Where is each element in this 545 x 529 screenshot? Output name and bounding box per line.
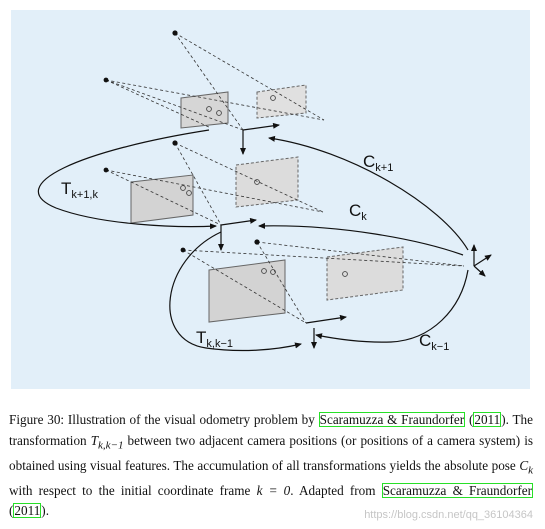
figure-number: Figure 30: (9, 412, 65, 427)
world-points (103, 30, 260, 253)
transform-curves (37, 129, 469, 352)
label-c-k: Ck (349, 201, 367, 223)
image-planes (130, 84, 404, 323)
image-plane-low-left (208, 259, 286, 323)
figure-caption: Figure 30: Illustration of the visual od… (9, 412, 533, 519)
label-c-k-minus-1: Ck−1 (419, 331, 449, 353)
citation-year-link[interactable]: 2011 (13, 503, 42, 519)
watermark: https://blog.csdn.net/qq_36104364 (364, 509, 533, 521)
citation-year-link[interactable]: 2011 (473, 412, 502, 427)
visual-odometry-diagram: Ck+1 Ck Ck−1 Tk+1,k Tk,k−1 (37, 30, 492, 353)
camera-frame-k (218, 217, 257, 251)
camera-frame-k-plus-1 (240, 122, 280, 155)
label-t-upper: Tk+1,k (61, 179, 98, 201)
math-t: T (90, 432, 99, 448)
citation-link[interactable]: Scaramuzza & Fraundorfer (381, 482, 533, 498)
curve-t-upper (37, 129, 217, 230)
projection-rays (105, 32, 465, 324)
image-points (180, 95, 348, 277)
image-plane-mid-right (235, 156, 299, 208)
camera-frames (218, 122, 492, 349)
curve-c-k-minus-1 (315, 269, 469, 343)
citation-link[interactable]: Scaramuzza & Fraundorfer (318, 412, 466, 427)
label-t-lower: Tk,k−1 (196, 328, 233, 350)
math-c: C (519, 457, 529, 473)
image-plane-top-right (256, 84, 307, 119)
image-plane-mid-left (130, 174, 194, 224)
image-plane-low-right (326, 246, 404, 301)
curve-t-lower (169, 231, 302, 352)
label-c-k-plus-1: Ck+1 (363, 152, 393, 174)
world-frame (471, 244, 492, 277)
image-plane-top-left (180, 91, 229, 129)
math-k-equation: k = 0 (256, 482, 291, 498)
camera-frame-k-minus-1 (305, 314, 347, 349)
figure-panel: Ck+1 Ck Ck−1 Tk+1,k Tk,k−1 (11, 10, 530, 389)
diagram-labels: Ck+1 Ck Ck−1 Tk+1,k Tk,k−1 (61, 152, 449, 353)
curve-c-k (258, 222, 464, 256)
curve-c-k-plus-1 (268, 135, 469, 251)
